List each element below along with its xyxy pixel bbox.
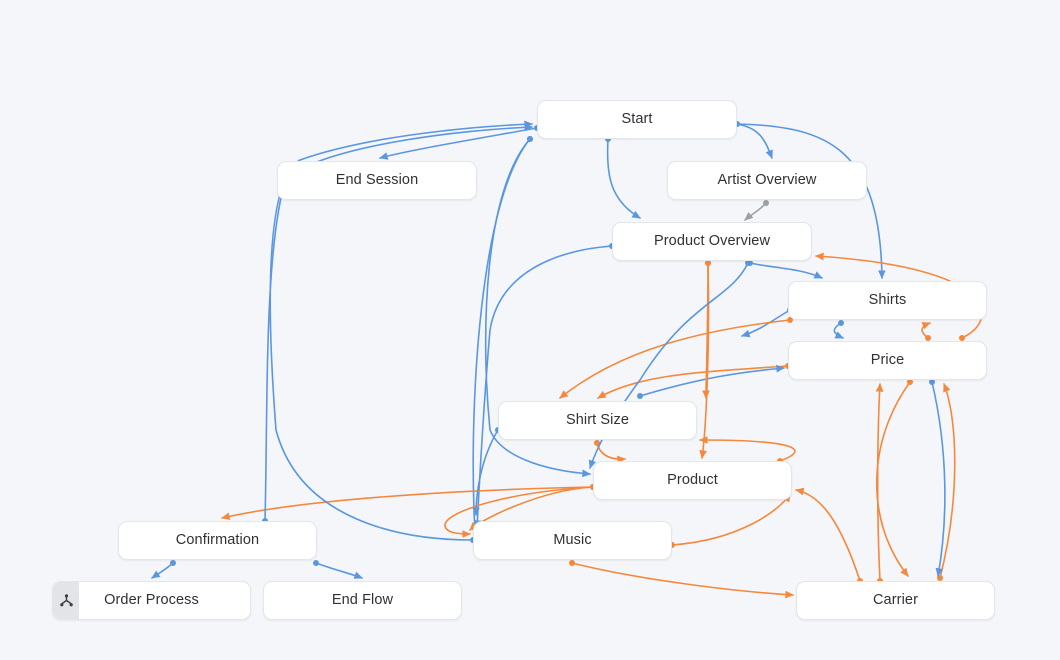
node-label: Artist Overview bbox=[717, 172, 817, 189]
node-price[interactable]: Price bbox=[788, 341, 987, 380]
edge-confirmation-to-order-process bbox=[151, 560, 176, 579]
node-label: Confirmation bbox=[175, 532, 260, 549]
edge-source-dot bbox=[313, 560, 319, 566]
edge-source-dot bbox=[569, 560, 575, 566]
edge-carrier-to-price bbox=[937, 383, 956, 581]
node-shirts[interactable]: Shirts bbox=[788, 281, 987, 320]
edge-source-dot bbox=[594, 440, 600, 446]
node-label: Shirts bbox=[868, 292, 907, 309]
edge-shirts-to-price bbox=[741, 307, 793, 338]
edge-source-dot bbox=[838, 320, 844, 326]
node-end-flow[interactable]: End Flow bbox=[263, 581, 462, 620]
node-product-overview[interactable]: Product Overview bbox=[612, 222, 812, 261]
node-label: Order Process bbox=[104, 592, 199, 609]
edge-carrier-to-product bbox=[795, 487, 863, 584]
node-label: Shirt Size bbox=[565, 412, 630, 429]
node-label: End Flow bbox=[331, 592, 394, 609]
edge-shirt-size-to-product bbox=[594, 440, 626, 464]
edge-price-to-carrier bbox=[929, 379, 946, 577]
edge-price-to-shirt-size bbox=[597, 363, 791, 399]
edge-source-dot bbox=[170, 560, 176, 566]
edge-shirts-to-price bbox=[833, 320, 844, 339]
node-start[interactable]: Start bbox=[537, 100, 737, 139]
edge-shirt-size-to-music bbox=[472, 427, 501, 516]
edge-shirt-size-to-price bbox=[637, 364, 785, 399]
edge-start-to-product-overview bbox=[605, 136, 641, 219]
edge-start-to-end-session bbox=[379, 125, 540, 160]
edge-carrier-to-price bbox=[875, 383, 884, 584]
node-product[interactable]: Product bbox=[593, 461, 792, 500]
edge-price-to-carrier bbox=[875, 379, 913, 577]
edge-start-to-artist-overview bbox=[734, 121, 773, 159]
node-music[interactable]: Music bbox=[473, 521, 672, 560]
node-end-session[interactable]: End Session bbox=[277, 161, 477, 200]
edge-confirmation-to-end-flow bbox=[313, 560, 363, 579]
edge-source-dot bbox=[527, 136, 533, 142]
edge-source-dot bbox=[763, 200, 769, 206]
node-label: End Session bbox=[335, 172, 419, 189]
edge-product-to-confirmation bbox=[221, 484, 596, 521]
node-shirt-size[interactable]: Shirt Size bbox=[498, 401, 697, 440]
edge-shirts-to-shirt-size bbox=[559, 317, 793, 399]
node-label: Start bbox=[621, 111, 653, 128]
edge-source-dot bbox=[637, 393, 643, 399]
sitemap-icon bbox=[53, 582, 79, 619]
edge-music-to-carrier bbox=[569, 560, 794, 599]
node-artist-overview[interactable]: Artist Overview bbox=[667, 161, 867, 200]
node-label: Product Overview bbox=[653, 233, 771, 250]
node-label: Carrier bbox=[872, 592, 918, 609]
edge-source-dot bbox=[527, 136, 533, 142]
edge-price-to-shirts bbox=[921, 322, 931, 341]
edge-artist-overview-to-product-overview bbox=[744, 200, 769, 221]
edge-product-overview-to-shirts bbox=[747, 260, 823, 279]
edge-music-to-product bbox=[669, 493, 791, 548]
node-label: Music bbox=[553, 532, 592, 549]
edge-product-overview-to-product bbox=[699, 260, 711, 459]
node-confirmation[interactable]: Confirmation bbox=[118, 521, 317, 560]
node-label: Product bbox=[667, 472, 718, 489]
node-carrier[interactable]: Carrier bbox=[796, 581, 995, 620]
edge-start-to-music bbox=[470, 136, 533, 534]
edge-product-overview-to-shirt-size bbox=[702, 260, 711, 399]
node-label: Price bbox=[870, 352, 905, 369]
node-order-process[interactable]: Order Process bbox=[52, 581, 251, 620]
